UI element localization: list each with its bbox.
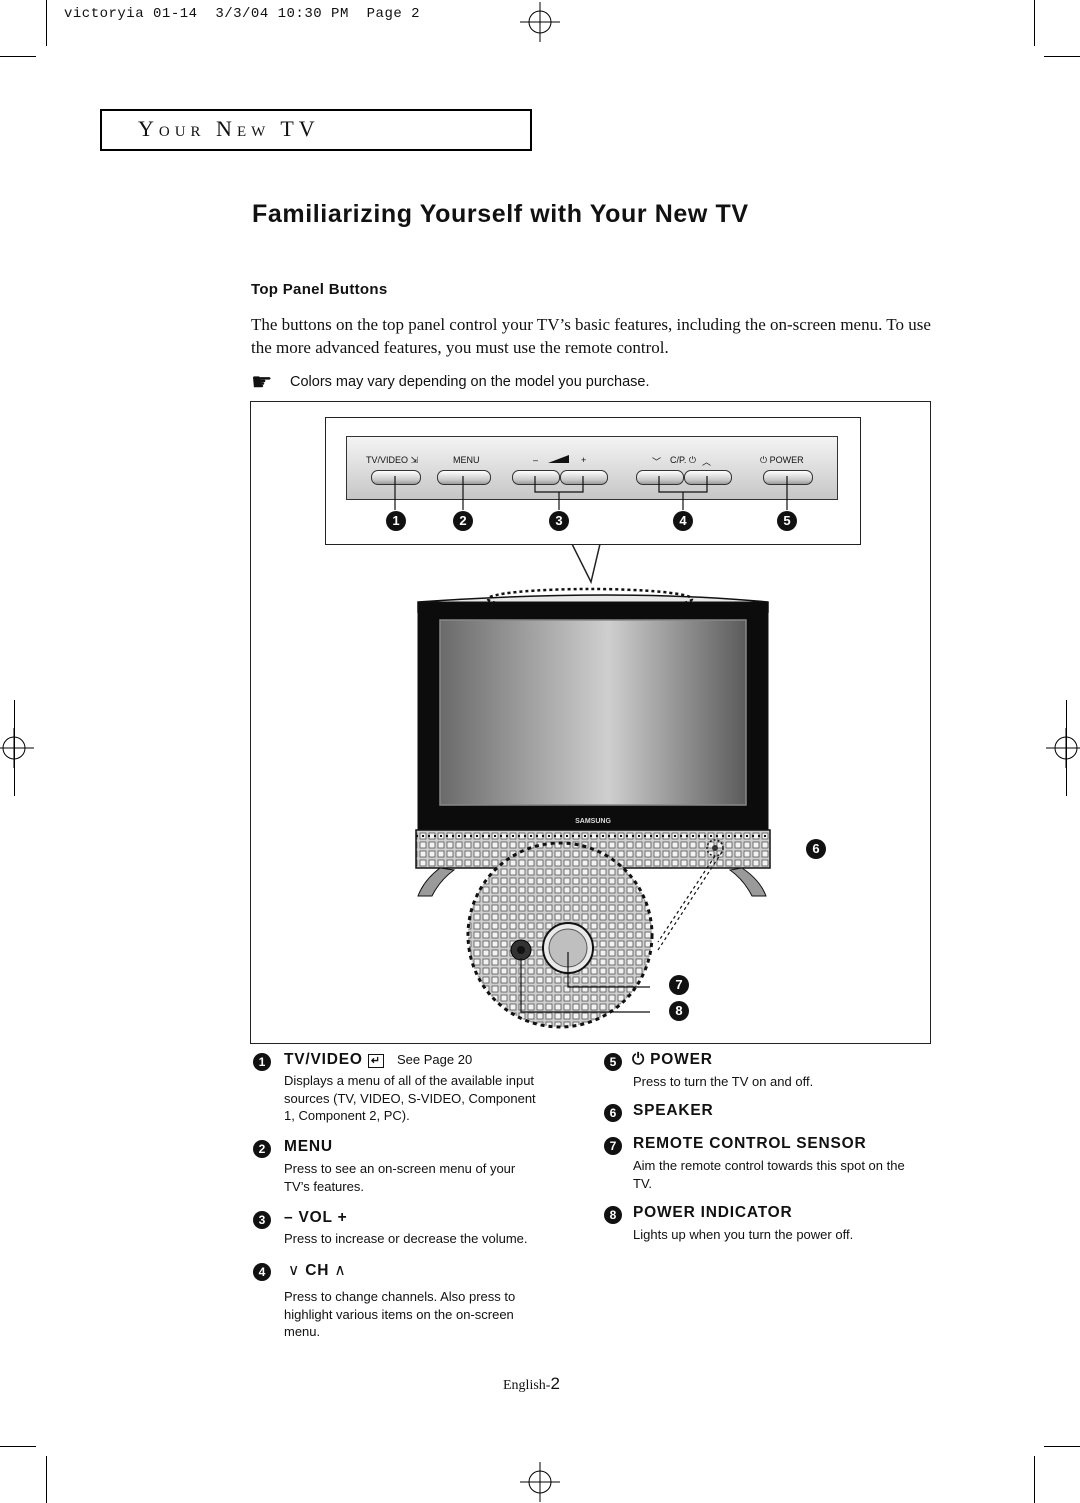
- pointing-hand-icon: ☛: [251, 369, 273, 396]
- panel-label-power: ⏻ POWER: [760, 455, 804, 465]
- crop-mark: [1044, 1446, 1080, 1447]
- panel-label-vol-minus: –: [533, 455, 539, 465]
- registration-mark-icon: [0, 728, 34, 768]
- callout-number-3: 3: [549, 511, 569, 531]
- tv-figure: [250, 401, 931, 1044]
- crop-mark: [1044, 56, 1080, 57]
- ch-up-button[interactable]: [684, 470, 732, 485]
- power-button[interactable]: [763, 470, 813, 485]
- item-text-vol: Press to increase or decrease the volume…: [284, 1231, 528, 1246]
- ch-down-button[interactable]: [636, 470, 684, 485]
- item-title-speaker: SPEAKER: [633, 1102, 714, 1119]
- item-text-power: Press to turn the TV on and off.: [633, 1074, 814, 1089]
- item-title-remote-sensor: REMOTE CONTROL SENSOR: [633, 1135, 867, 1152]
- crop-mark: [1034, 0, 1035, 46]
- page-footer: English-2: [503, 1374, 560, 1393]
- vol-up-button[interactable]: [560, 470, 608, 485]
- item-text-power-indicator: Lights up when you turn the power off.: [633, 1227, 854, 1242]
- crop-mark: [14, 700, 15, 796]
- chevron-up-icon: ︿: [702, 457, 712, 467]
- callout-number-2: 2: [453, 511, 473, 531]
- item-title-ch: ∨ CH ∧: [288, 1262, 347, 1279]
- panel-label-cp: C/P. ⏻: [670, 455, 696, 465]
- item-number-5: 5: [604, 1053, 622, 1071]
- top-panel: [346, 436, 838, 500]
- print-header: victoryia 01-14 3/3/04 10:30 PM Page 2: [64, 6, 421, 22]
- callout-number-4: 4: [673, 511, 693, 531]
- tv-illustration: SAMSUNG: [415, 587, 771, 1029]
- panel-label-vol-plus: +: [581, 455, 587, 465]
- crop-mark: [0, 1446, 36, 1447]
- callout-number-1: 1: [386, 511, 406, 531]
- panel-label-tv-video: TV/VIDEO ⇲: [366, 455, 419, 465]
- crop-mark: [1066, 700, 1067, 796]
- item-title-power: ⏻ POWER: [632, 1051, 713, 1068]
- item-number-4: 4: [253, 1263, 271, 1281]
- item-title-vol: – VOL +: [284, 1209, 348, 1226]
- see-page-note: See Page 20: [397, 1052, 473, 1067]
- crop-mark: [46, 1456, 47, 1503]
- subheading: Top Panel Buttons: [251, 281, 388, 298]
- item-text-menu: Press to see an on-screen menu of your T…: [284, 1161, 516, 1194]
- crop-mark: [0, 56, 36, 57]
- volume-ramp-icon: [548, 455, 569, 463]
- registration-mark-icon: [520, 1462, 560, 1502]
- callout-pointer: [571, 544, 601, 584]
- callout-number-7: 7: [669, 975, 689, 995]
- registration-mark-icon: [1046, 728, 1080, 768]
- input-source-icon: ⇲: [408, 455, 419, 465]
- callout-leaders: [394, 476, 788, 510]
- item-text-ch: Press to change channels. Also press to …: [284, 1289, 516, 1339]
- page-title: Familiarizing Yourself with Your New TV: [252, 200, 749, 228]
- intro-paragraph: The buttons on the top panel control you…: [251, 315, 931, 357]
- item-title-tv-video: TV/VIDEO ↵ See Page 20: [284, 1051, 473, 1068]
- registration-mark-icon: [520, 2, 560, 42]
- menu-button[interactable]: [437, 470, 491, 485]
- item-text-tv-video: Displays a menu of all of the available …: [284, 1073, 536, 1123]
- panel-label-menu: MENU: [453, 455, 480, 465]
- chevron-down-icon: ∨: [288, 1262, 306, 1279]
- tv-brand-logo: SAMSUNG: [575, 818, 611, 825]
- item-number-1: 1: [253, 1053, 271, 1071]
- crop-mark: [1034, 1456, 1035, 1503]
- input-source-icon: ↵: [367, 1054, 384, 1068]
- item-number-2: 2: [253, 1140, 271, 1158]
- tv-video-button[interactable]: [371, 470, 421, 485]
- section-title: Your New TV: [138, 116, 320, 141]
- crop-mark: [46, 0, 47, 46]
- item-number-3: 3: [253, 1211, 271, 1229]
- callout-number-8: 8: [669, 1001, 689, 1021]
- chevron-up-icon: ∧: [329, 1262, 347, 1279]
- item-number-7: 7: [604, 1137, 622, 1155]
- section-header-box: [100, 109, 532, 151]
- item-title-menu: MENU: [284, 1138, 333, 1155]
- chevron-down-icon: ﹀: [652, 457, 662, 467]
- item-text-remote-sensor: Aim the remote control towards this spot…: [633, 1158, 905, 1191]
- power-icon: ⏻: [760, 455, 770, 465]
- power-icon: ⏻: [632, 1051, 651, 1068]
- note-text: Colors may vary depending on the model y…: [290, 374, 650, 390]
- item-number-8: 8: [604, 1206, 622, 1224]
- vol-down-button[interactable]: [512, 470, 560, 485]
- item-number-6: 6: [604, 1104, 622, 1122]
- item-title-power-indicator: POWER INDICATOR: [633, 1204, 793, 1221]
- callout-number-5: 5: [777, 511, 797, 531]
- callout-number-6: 6: [806, 839, 826, 859]
